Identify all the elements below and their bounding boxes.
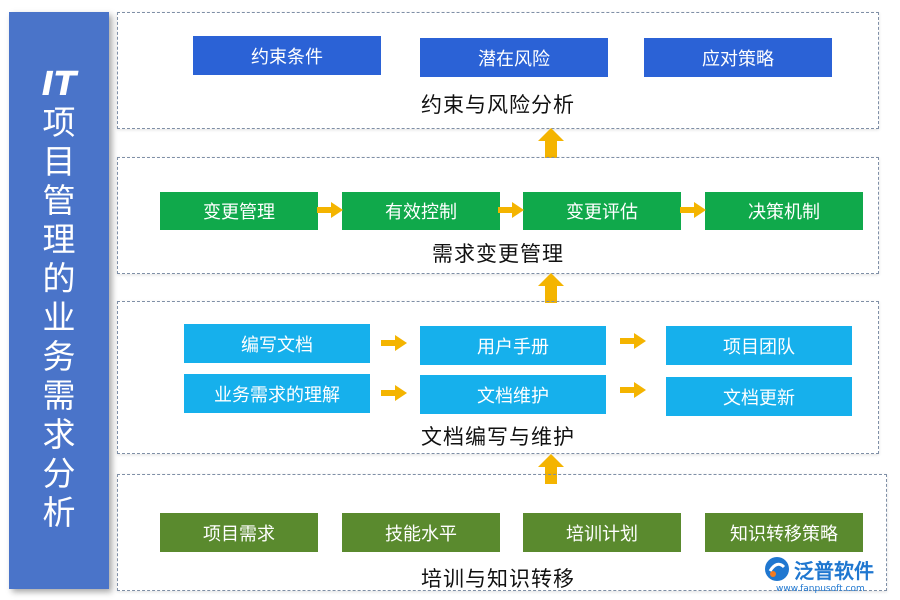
section-change-title: 需求变更管理 bbox=[432, 242, 564, 266]
box-strategy: 应对策略 bbox=[644, 38, 832, 77]
box-write-docs: 编写文档 bbox=[184, 324, 370, 363]
section-docs: 编写文档 用户手册 项目团队 业务需求的理解 文档维护 文档更新 文档编写与维护 bbox=[117, 301, 879, 454]
section-docs-title: 文档编写与维护 bbox=[421, 425, 575, 449]
box-user-manual: 用户手册 bbox=[420, 326, 606, 365]
sidebar-title-prefix: IT bbox=[41, 63, 77, 103]
box-effective-control: 有效控制 bbox=[342, 192, 500, 230]
box-constraints-1: 约束条件 bbox=[193, 36, 381, 75]
box-project-needs: 项目需求 bbox=[160, 513, 318, 552]
right-arrow-icon bbox=[498, 202, 524, 218]
sidebar: IT项目管理的业务需求分析 bbox=[9, 12, 109, 589]
right-arrow-icon bbox=[381, 335, 407, 351]
section-constraints: 约束条件 潜在风险 应对策略 约束与风险分析 bbox=[117, 12, 879, 129]
brand-logo-icon bbox=[765, 557, 789, 581]
box-risks: 潜在风险 bbox=[420, 38, 608, 77]
box-business-understanding: 业务需求的理解 bbox=[184, 374, 370, 413]
box-change-mgmt: 变更管理 bbox=[160, 192, 318, 230]
section-constraints-title: 约束与风险分析 bbox=[421, 93, 575, 117]
up-arrow-icon bbox=[538, 128, 564, 158]
brand-url: www.fanpusoft.com bbox=[776, 584, 865, 594]
box-decision: 决策机制 bbox=[705, 192, 863, 230]
box-doc-update: 文档更新 bbox=[666, 377, 852, 416]
up-arrow-icon bbox=[538, 454, 564, 484]
right-arrow-icon bbox=[620, 333, 646, 349]
box-skill-level: 技能水平 bbox=[342, 513, 500, 552]
box-project-team: 项目团队 bbox=[666, 326, 852, 365]
brand-logo: 泛普软件 bbox=[764, 552, 874, 586]
section-training-title: 培训与知识转移 bbox=[421, 567, 575, 591]
up-arrow-icon bbox=[538, 273, 564, 303]
box-change-eval: 变更评估 bbox=[523, 192, 681, 230]
section-change: 变更管理 有效控制 变更评估 决策机制 需求变更管理 bbox=[117, 157, 879, 274]
box-knowledge-transfer: 知识转移策略 bbox=[705, 513, 863, 552]
sidebar-title: IT项目管理的业务需求分析 bbox=[37, 64, 81, 532]
right-arrow-icon bbox=[620, 382, 646, 398]
right-arrow-icon bbox=[317, 202, 343, 218]
box-training-plan: 培训计划 bbox=[523, 513, 681, 552]
brand-name: 泛普软件 bbox=[794, 558, 874, 583]
right-arrow-icon bbox=[381, 385, 407, 401]
right-arrow-icon bbox=[680, 202, 706, 218]
section-training: 项目需求 技能水平 培训计划 知识转移策略 培训与知识转移 bbox=[117, 474, 887, 591]
box-doc-maintenance: 文档维护 bbox=[420, 375, 606, 414]
sidebar-title-text: 项目管理的业务需求分析 bbox=[42, 102, 76, 532]
